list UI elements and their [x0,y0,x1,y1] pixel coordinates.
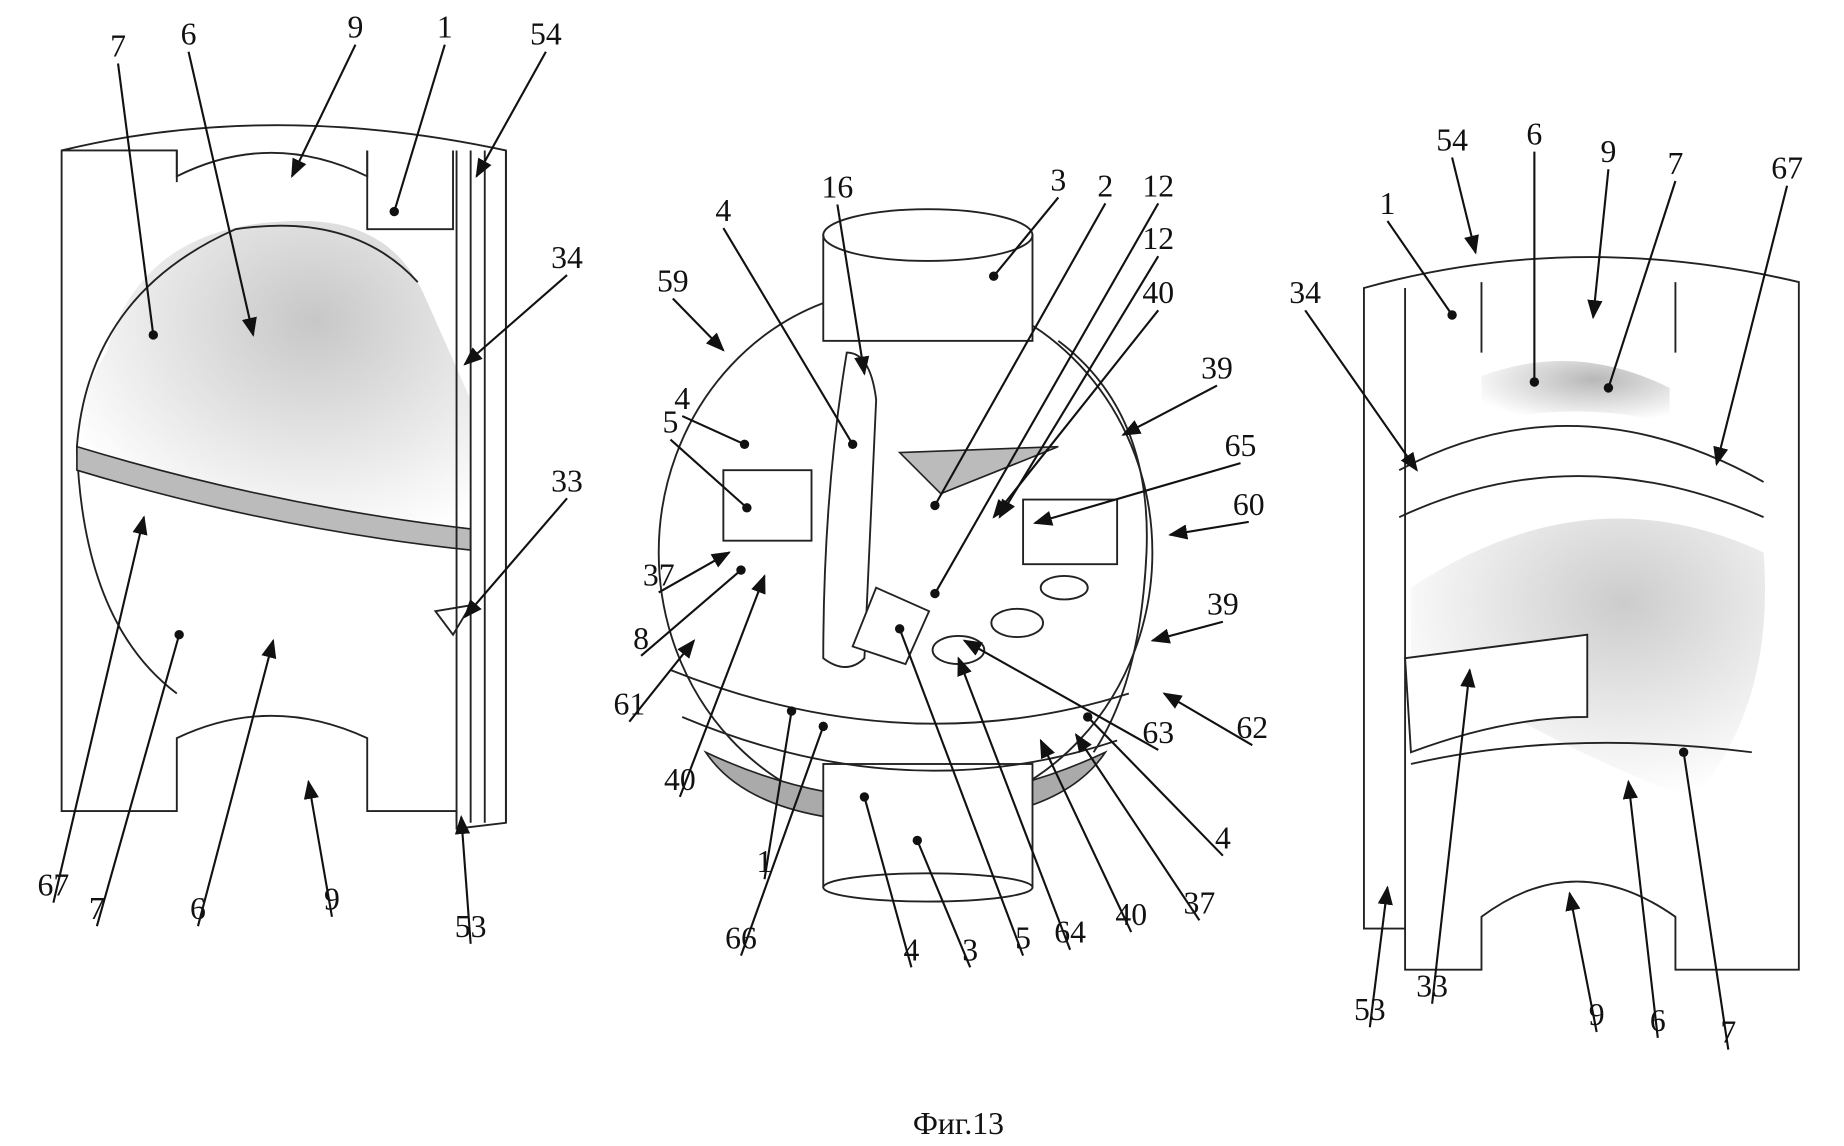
right-view-drawing [1364,257,1799,970]
reference-numeral: 1 [437,10,453,45]
leader-dot [787,706,796,715]
leader-dot [149,330,158,339]
leader-dot [930,501,939,510]
reference-numeral: 2 [1097,168,1113,203]
leader-dot [390,207,399,216]
leader-dot [1679,748,1688,757]
reference-numeral: 65 [1225,428,1257,463]
leader-dot [989,272,998,281]
center-view-drawing [659,209,1153,901]
leader-dot [1604,383,1613,392]
reference-numeral: 9 [1589,997,1605,1032]
reference-numeral: 40 [1142,275,1174,310]
reference-numeral: 7 [89,891,105,926]
reference-numeral: 3 [962,932,978,967]
reference-numeral: 39 [1201,350,1233,385]
leader-dot [740,440,749,449]
leader-dot [1530,377,1539,386]
leader-line [1123,386,1217,435]
reference-numeral: 16 [822,169,854,204]
reference-numeral: 9 [1600,134,1616,169]
reference-numeral: 39 [1207,587,1239,622]
reference-numeral: 7 [110,28,126,63]
leader-dot [736,565,745,574]
reference-numeral: 53 [455,909,487,944]
figure-caption: Фиг.13 [913,1106,1004,1141]
reference-numeral: 34 [551,240,583,275]
reference-numeral: 37 [643,557,675,592]
reference-numeral: 62 [1236,710,1268,745]
leader-dot [848,440,857,449]
left-view-drawing [62,125,506,828]
leader-line [1452,158,1476,253]
reference-numeral: 6 [1526,117,1542,152]
leader-dot [1083,712,1092,721]
reference-numeral: 5 [1015,921,1031,956]
reference-numeral: 54 [530,17,562,52]
leader-dot [930,589,939,598]
leader-dot [1447,310,1456,319]
reference-numeral: 54 [1436,122,1468,157]
reference-numeral: 61 [613,687,645,722]
leader-line [1076,735,1199,921]
reference-numeral: 53 [1354,992,1386,1027]
reference-numeral: 40 [1115,897,1147,932]
leader-dot [742,503,751,512]
reference-numeral: 7 [1667,146,1683,181]
reference-numeral: 5 [663,405,679,440]
reference-numeral: 7 [1720,1015,1736,1050]
reference-numeral: 66 [725,921,757,956]
leader-line [1152,622,1223,641]
leader-dot [895,624,904,633]
reference-numeral: 64 [1054,915,1086,950]
reference-numeral: 34 [1289,275,1321,310]
reference-numeral: 6 [181,17,197,52]
reference-numeral: 8 [633,621,649,656]
reference-numeral: 12 [1142,221,1174,256]
reference-numeral: 67 [1771,151,1803,186]
reference-numeral: 9 [348,10,364,45]
leader-line [673,299,724,351]
leader-line [477,52,546,177]
reference-numeral: 1 [1380,186,1396,221]
reference-numeral: 12 [1142,168,1174,203]
leader-dot [860,792,869,801]
reference-numeral: 60 [1233,487,1265,522]
reference-numeral: 63 [1142,715,1174,750]
reference-numeral: 33 [1416,969,1448,1004]
reference-numeral: 4 [903,932,919,967]
reference-numeral: 40 [664,762,696,797]
reference-numeral: 3 [1050,162,1066,197]
reference-numeral: 6 [1650,1003,1666,1038]
leader-line [1170,522,1249,535]
reference-numeral: 4 [715,193,731,228]
reference-numeral: 6 [190,891,206,926]
reference-numeral: 33 [551,463,583,498]
reference-numeral: 59 [657,263,689,298]
leader-dot [819,722,828,731]
reference-numeral: 37 [1184,885,1216,920]
reference-numeral: 4 [1215,821,1231,856]
leader-dot [174,630,183,639]
leader-dot [913,836,922,845]
reference-numeral: 67 [38,868,70,903]
reference-numeral: 9 [324,882,340,917]
